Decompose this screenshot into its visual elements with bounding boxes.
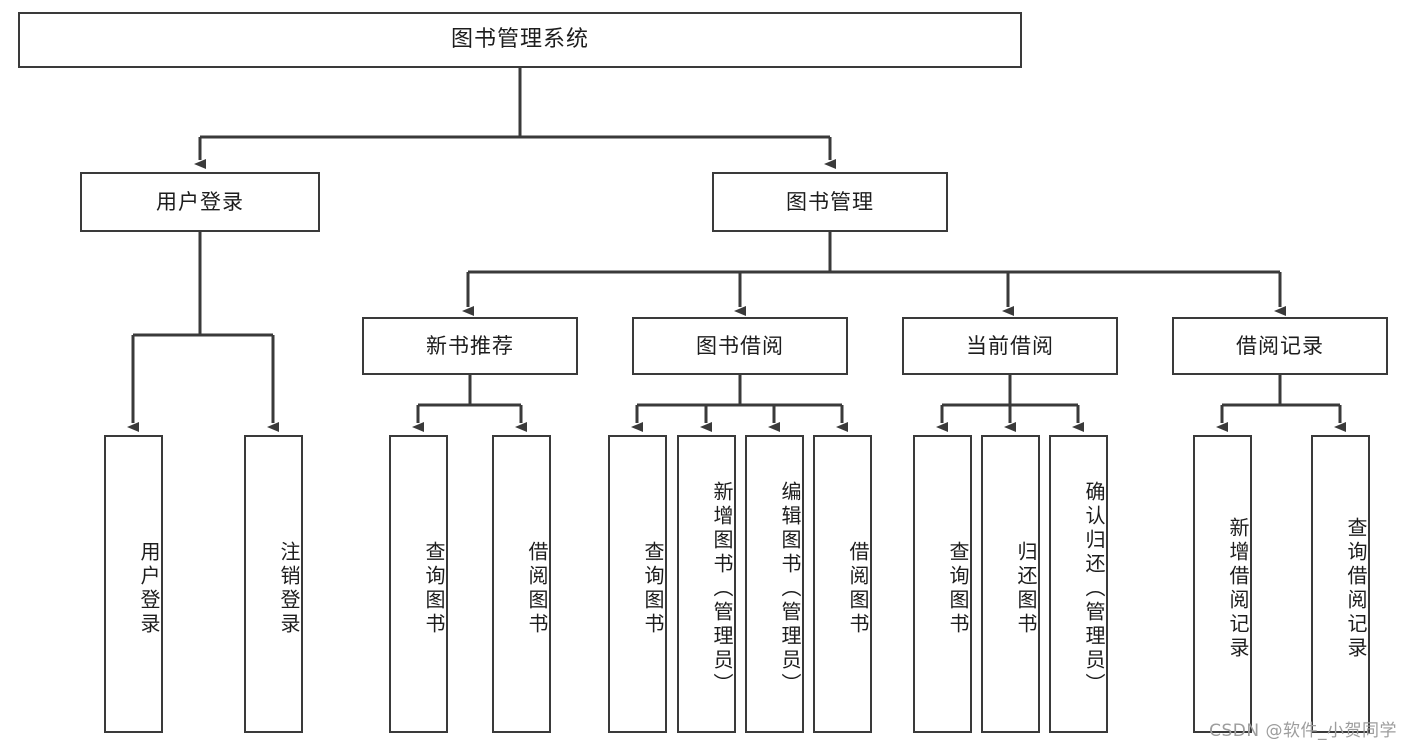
node-label: 确认归还（管理员）	[1082, 481, 1106, 697]
node-label: 图书管理	[786, 189, 874, 214]
node-leaf-return-book[interactable]: 归还图书	[981, 435, 1040, 733]
node-label: 当前借阅	[966, 333, 1054, 358]
node-label: 查询图书	[641, 541, 665, 637]
node-label: 借阅记录	[1236, 333, 1324, 358]
node-label: 新书推荐	[426, 333, 514, 358]
node-root-book-management-system[interactable]: 图书管理系统	[18, 12, 1022, 68]
node-leaf-query-book-3[interactable]: 查询图书	[913, 435, 972, 733]
node-current-borrow[interactable]: 当前借阅	[902, 317, 1118, 375]
node-leaf-edit-book[interactable]: 编辑图书（管理员）	[745, 435, 804, 733]
node-label: 归还图书	[1014, 541, 1038, 637]
node-label: 借阅图书	[846, 541, 870, 637]
node-leaf-query-book-2[interactable]: 查询图书	[608, 435, 667, 733]
node-borrow-record[interactable]: 借阅记录	[1172, 317, 1388, 375]
node-leaf-query-book-1[interactable]: 查询图书	[389, 435, 448, 733]
node-label: 图书借阅	[696, 333, 784, 358]
node-label: 注销登录	[277, 541, 301, 637]
node-label: 编辑图书（管理员）	[778, 481, 802, 697]
node-book-borrow[interactable]: 图书借阅	[632, 317, 848, 375]
node-leaf-confirm-return[interactable]: 确认归还（管理员）	[1049, 435, 1108, 733]
node-leaf-borrow-book-1[interactable]: 借阅图书	[492, 435, 551, 733]
node-label: 查询图书	[422, 541, 446, 637]
node-leaf-user-login[interactable]: 用户登录	[104, 435, 163, 733]
node-leaf-query-borrow-record[interactable]: 查询借阅记录	[1311, 435, 1370, 733]
node-label: 查询借阅记录	[1344, 517, 1368, 661]
node-label: 用户登录	[137, 541, 161, 637]
node-leaf-logout-login[interactable]: 注销登录	[244, 435, 303, 733]
node-label: 新增图书（管理员）	[710, 481, 734, 697]
csdn-watermark: CSDN @软件_小贺同学	[1209, 721, 1397, 741]
node-label: 查询图书	[946, 541, 970, 637]
node-label: 用户登录	[156, 189, 244, 214]
node-leaf-add-borrow-record[interactable]: 新增借阅记录	[1193, 435, 1252, 733]
node-label: 新增借阅记录	[1226, 517, 1250, 661]
node-new-book-recommend[interactable]: 新书推荐	[362, 317, 578, 375]
node-leaf-add-book[interactable]: 新增图书（管理员）	[677, 435, 736, 733]
node-label: 图书管理系统	[450, 27, 589, 53]
node-leaf-borrow-book-2[interactable]: 借阅图书	[813, 435, 872, 733]
node-user-login[interactable]: 用户登录	[80, 172, 320, 232]
node-label: 借阅图书	[525, 541, 549, 637]
node-book-management[interactable]: 图书管理	[712, 172, 948, 232]
